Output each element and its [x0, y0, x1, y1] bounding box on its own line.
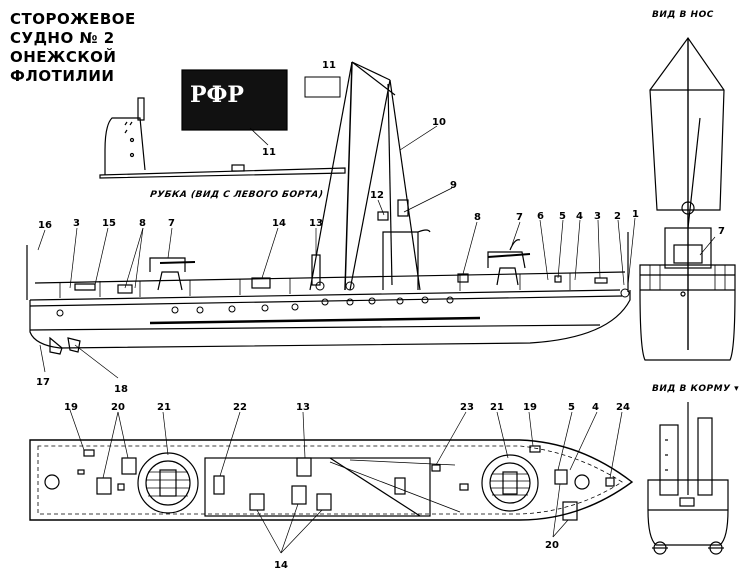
- callout-19-fore: 19: [523, 402, 537, 413]
- flag: РФР: [181, 69, 288, 146]
- callout-13-side: 13: [309, 218, 323, 229]
- callout-6: 6: [537, 211, 544, 222]
- callout-18: 18: [114, 384, 128, 395]
- callout-8-fore: 8: [474, 212, 481, 223]
- drawing-title: СТОРОЖЕВОЕ СУДНО № 2 ОНЕЖСКОЙ ФЛОТИЛИИ: [10, 10, 136, 86]
- callout-13-plan: 13: [296, 402, 310, 413]
- callout-4-side: 4: [576, 211, 583, 222]
- callout-17: 17: [36, 377, 50, 388]
- title-line-3: ОНЕЖСКОЙ: [10, 48, 117, 66]
- callout-15: 15: [102, 218, 116, 229]
- callout-8-aft: 8: [139, 218, 146, 229]
- callout-11-mast: 11: [322, 60, 336, 71]
- callout-20-aft: 20: [111, 402, 125, 413]
- callout-numbers: 16 3 15 8 7 14 13 11 11 10 9 12 8 7 6 5 …: [36, 60, 725, 571]
- callout-5-side: 5: [559, 211, 566, 222]
- main-mast: [309, 61, 421, 291]
- callout-4-plan: 4: [592, 402, 599, 413]
- callout-21-fore: 21: [490, 402, 504, 413]
- callout-11-flag: 11: [262, 147, 276, 158]
- callout-5-plan: 5: [568, 402, 575, 413]
- callout-21-aft: 21: [157, 402, 171, 413]
- callout-7-aft: 7: [168, 218, 175, 229]
- flag-text: РФР: [190, 82, 244, 108]
- stern-view-label: ВИД В КОРМУ ▾: [652, 384, 740, 394]
- callout-24: 24: [616, 402, 630, 413]
- aft-gun: [149, 257, 196, 291]
- callout-12: 12: [370, 190, 384, 201]
- callout-23: 23: [460, 402, 474, 413]
- wheelhouse-side-view: [99, 97, 346, 179]
- callout-1: 1: [632, 209, 639, 220]
- callout-7-bow: 7: [718, 226, 725, 237]
- deck-plan: [29, 439, 634, 521]
- callout-14-side: 14: [272, 218, 286, 229]
- title-line-4: ФЛОТИЛИИ: [10, 67, 115, 85]
- stern-view: [647, 402, 729, 555]
- bow-view-label: ВИД В НОС: [652, 10, 714, 20]
- callout-19-aft: 19: [64, 402, 78, 413]
- title-line-1: СТОРОЖЕВОЕ: [10, 10, 136, 28]
- callout-3-fore: 3: [594, 211, 601, 222]
- fore-gun: [487, 239, 531, 286]
- callout-7-fore: 7: [516, 212, 523, 223]
- hull-side-profile: [26, 232, 631, 355]
- callout-3-aft: 3: [73, 218, 80, 229]
- callout-14-plan: 14: [274, 560, 288, 571]
- callout-2: 2: [614, 211, 621, 222]
- callout-22: 22: [233, 402, 247, 413]
- callout-10: 10: [432, 117, 446, 128]
- callout-16: 16: [38, 220, 52, 231]
- callout-9: 9: [450, 180, 457, 191]
- bow-view: [639, 36, 736, 361]
- callout-20-fore: 20: [545, 540, 559, 551]
- title-line-2: СУДНО № 2: [10, 29, 115, 47]
